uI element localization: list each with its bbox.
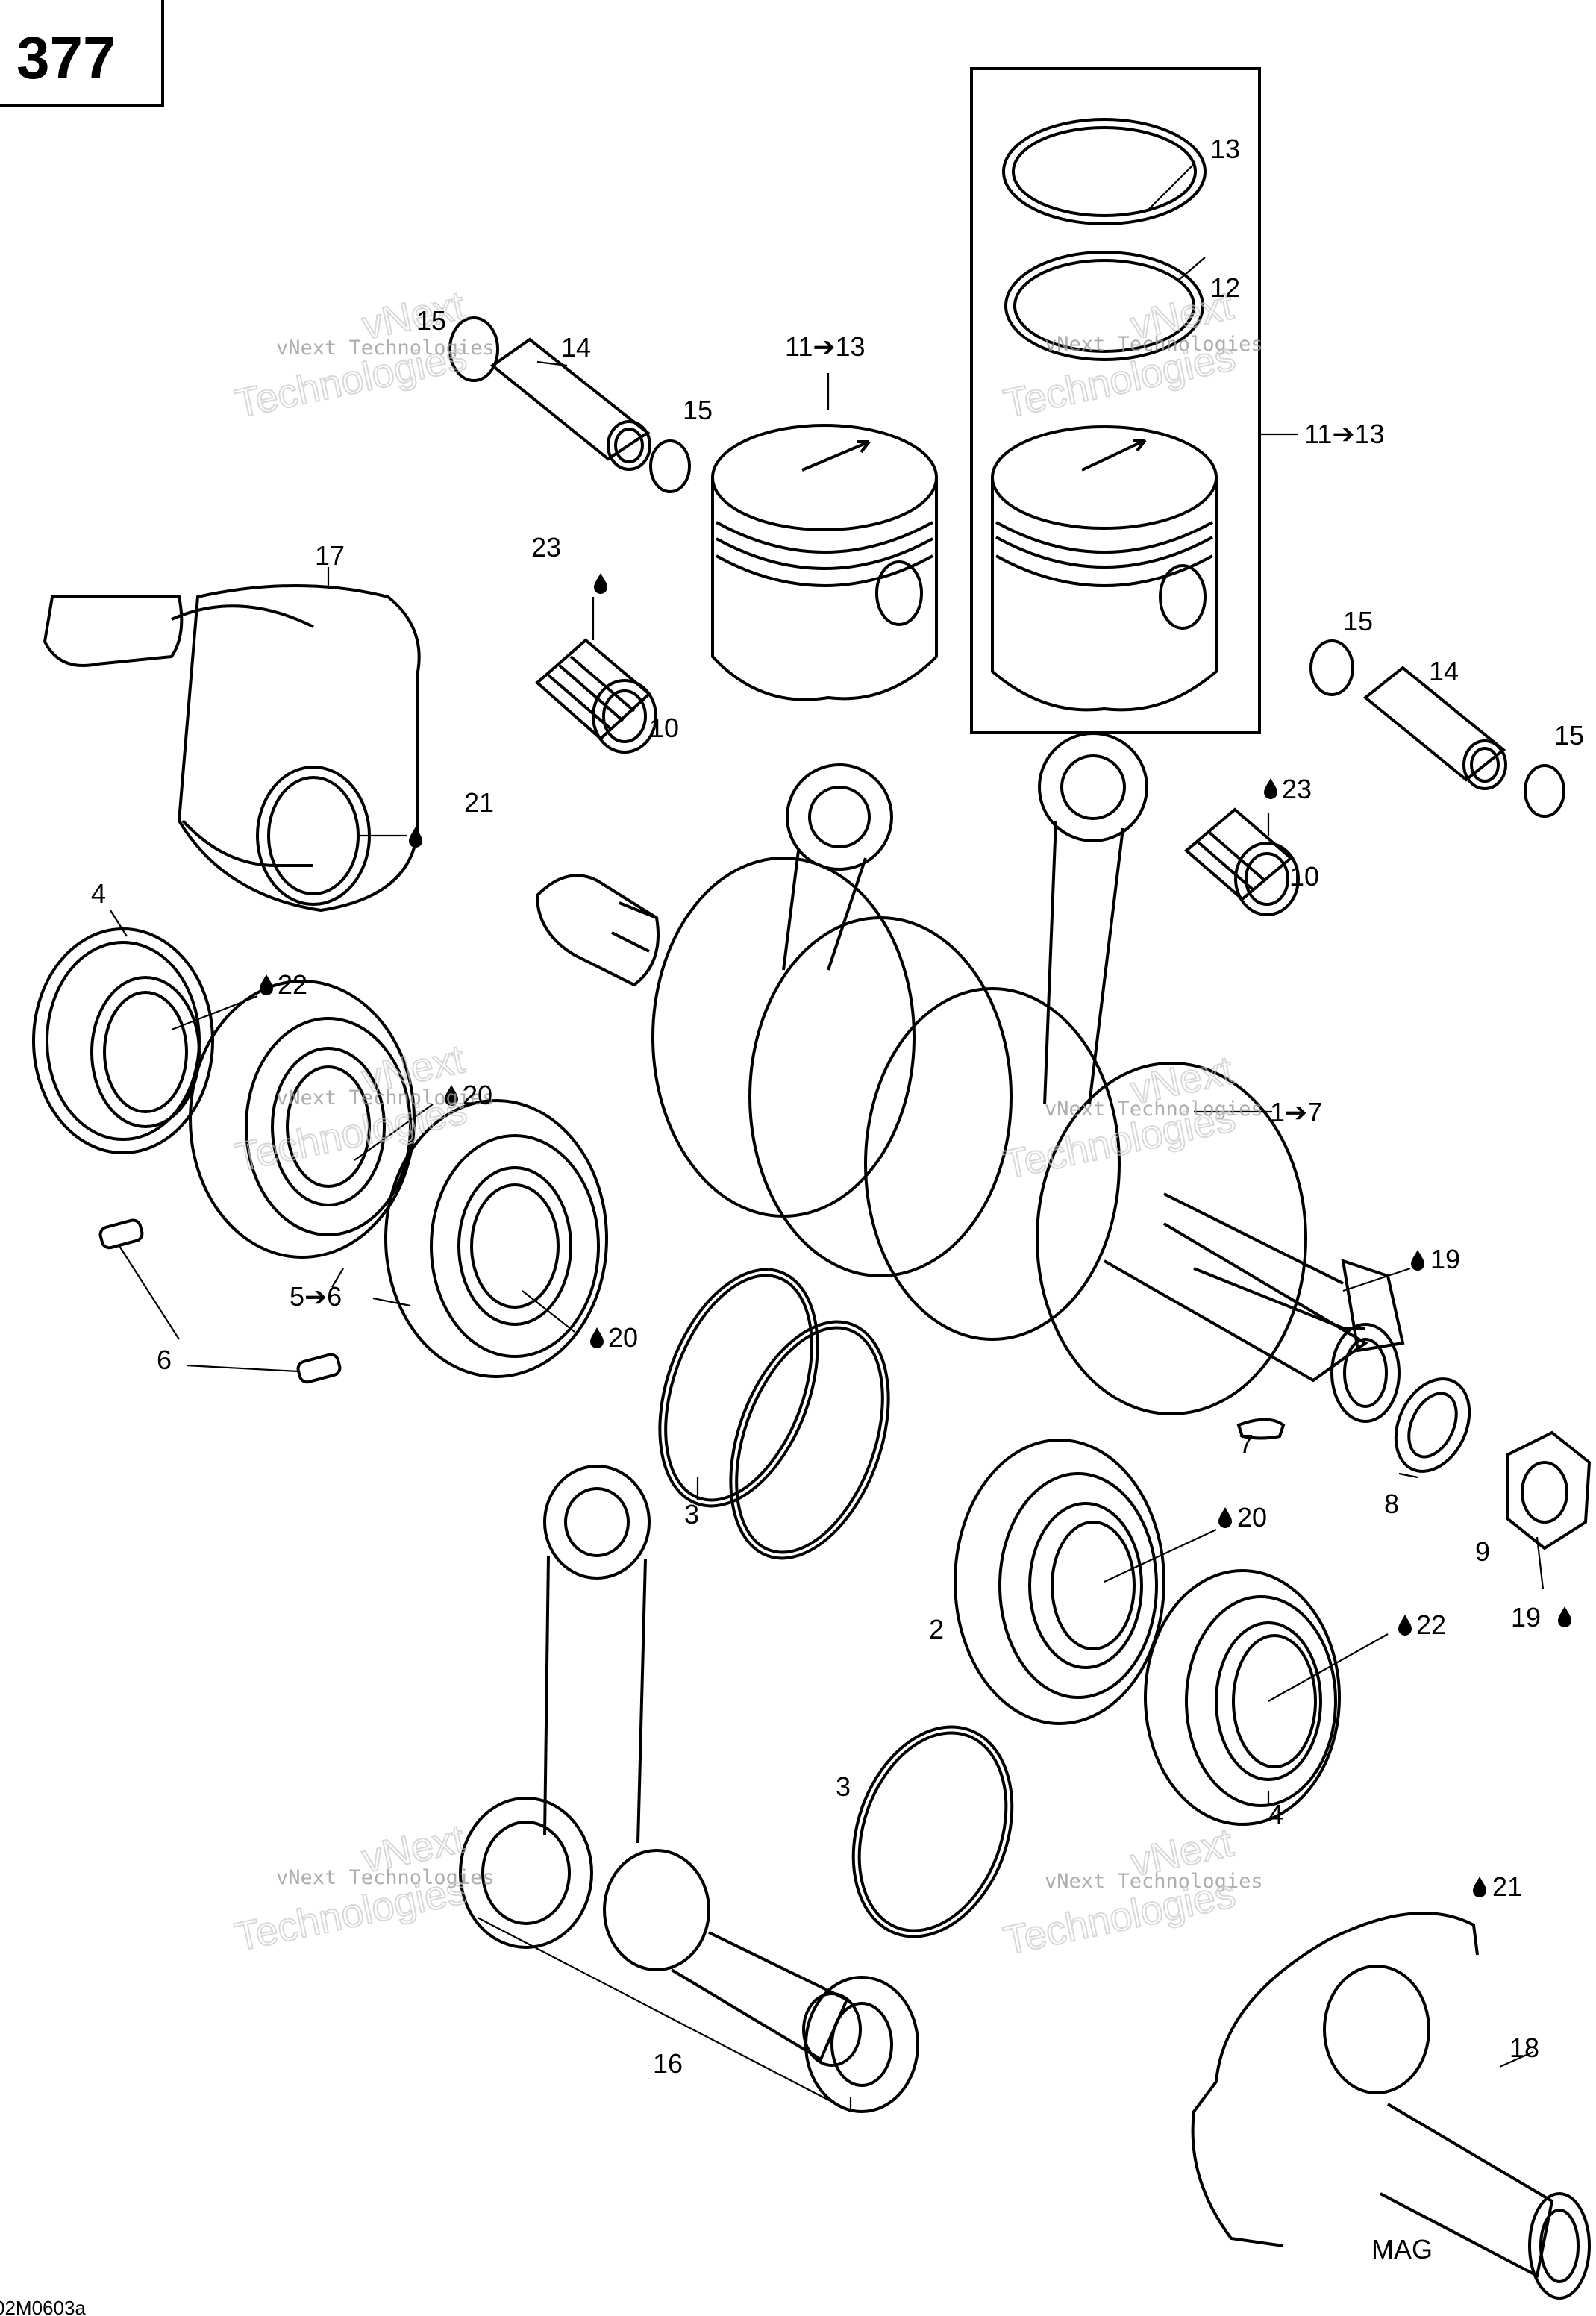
piston-ring-13 (1002, 118, 1207, 225)
callout-22-a: 22 (278, 969, 307, 1000)
piston-pin-14-left (489, 337, 651, 471)
oil-drop-icon (1558, 1606, 1571, 1627)
callout-18: 18 (1509, 2032, 1539, 2063)
crankshaft-half-18 (1191, 1912, 1591, 2300)
o-ring-3-upper-a (658, 1268, 819, 1508)
piston-ring-12 (1004, 251, 1204, 361)
callout-9: 9 (1475, 1536, 1490, 1567)
crankshaft-assembly (535, 857, 1405, 1415)
circlip-15-a (448, 316, 499, 382)
piston-left (711, 424, 938, 701)
dowel-pin-lower (296, 1353, 342, 1384)
watermark-1: vNext Technologies vNext Technologies (231, 282, 495, 427)
watermark-2: vNext Technologies vNext Technologies (999, 282, 1263, 427)
oil-drop-icon (1411, 1250, 1424, 1271)
crankpin-bearing-16 (603, 1849, 919, 2113)
oil-drop-icon (594, 573, 607, 594)
connecting-rod-16 (459, 1465, 651, 1949)
callout-17: 17 (315, 540, 345, 571)
piston-pin-14-right (1362, 666, 1507, 790)
drawing-code: 02M0603a (0, 2297, 86, 2316)
callout-19-a: 19 (1430, 1244, 1460, 1274)
callout-23-a: 23 (531, 532, 561, 563)
watermark-6: vNext Technologies vNext Technologies (999, 1819, 1263, 1964)
crankshaft-half-17 (43, 584, 421, 913)
page-number-box: 377 (0, 0, 164, 107)
callout-20-c: 20 (1237, 1502, 1267, 1533)
watermark-4: vNext Technologies vNext Technologies (999, 1047, 1263, 1188)
svg-text:vNext Technologies: vNext Technologies (1045, 1098, 1263, 1121)
watermark-5: vNext Technologies vNext Technologies (231, 1815, 495, 1960)
oil-seal-4-right (1144, 1569, 1341, 1826)
callout-20-b: 20 (608, 1322, 638, 1353)
svg-text:vNext Technologies: vNext Technologies (1045, 1870, 1263, 1893)
ball-bearing-6 (384, 1099, 608, 1378)
oil-drop-icon (1473, 1877, 1486, 1897)
dowel-pin-upper (98, 1218, 144, 1250)
lock-washer-8 (1394, 1377, 1471, 1473)
callout-20-a: 20 (463, 1080, 492, 1110)
woodruff-key-7 (1236, 1418, 1286, 1440)
callout-11-13-right: 11➔13 (1304, 419, 1385, 449)
circlip-15-b (649, 439, 691, 493)
oil-drop-icon (260, 974, 273, 995)
callout-15-d: 15 (1554, 720, 1584, 751)
nut-9 (1506, 1430, 1592, 1550)
callout-8: 8 (1384, 1489, 1399, 1519)
callout-11-13-left: 11➔13 (785, 331, 866, 362)
oil-drop-icon (1398, 1615, 1412, 1636)
circlip-15-c (1309, 639, 1354, 696)
piston-kit-box (970, 67, 1261, 734)
oil-drop-icon (590, 1327, 604, 1348)
oil-drop-icon (409, 827, 422, 848)
svg-text:vNext Technologies: vNext Technologies (276, 337, 495, 360)
callout-22-b: 22 (1416, 1609, 1446, 1640)
piston-in-kit (991, 425, 1218, 712)
connecting-rod-on-crank-right (1038, 732, 1148, 1105)
callout-15-b: 15 (683, 395, 713, 425)
callout-15-a: 15 (416, 305, 446, 336)
crankshaft-output-shaft (1104, 1222, 1401, 1423)
callout-15-c: 15 (1343, 606, 1373, 636)
callout-14-b: 14 (1429, 656, 1459, 686)
ball-bearing-2 (954, 1439, 1165, 1725)
callout-21-b: 21 (1492, 1871, 1522, 1902)
callout-10-a: 10 (649, 713, 679, 743)
circlip-15-d (1524, 764, 1565, 818)
callout-23-b: 23 (1282, 774, 1312, 804)
mag-side-label: MAG (1371, 2234, 1433, 2265)
needle-bearing-10-right (1183, 807, 1300, 916)
callout-6: 6 (157, 1345, 172, 1375)
callout-12: 12 (1210, 272, 1240, 303)
callout-4-a: 4 (91, 878, 106, 909)
callout-13: 13 (1210, 134, 1240, 164)
oil-drop-icon (1218, 1507, 1232, 1528)
callout-3-a: 3 (684, 1499, 699, 1530)
callout-10-b: 10 (1289, 861, 1319, 892)
svg-text:vNext Technologies: vNext Technologies (1045, 333, 1263, 356)
callout-4-b: 4 (1268, 1799, 1283, 1830)
oil-drop-icon (1264, 778, 1277, 799)
ball-bearing-5 (189, 980, 416, 1259)
callout-19-b: 19 (1511, 1602, 1541, 1633)
callout-21-a: 21 (464, 787, 494, 818)
page-number: 377 (16, 25, 116, 91)
needle-bearing-10-left (534, 638, 657, 754)
callout-7: 7 (1239, 1429, 1254, 1459)
callout-16: 16 (653, 2048, 683, 2079)
callout-2: 2 (929, 1614, 944, 1644)
svg-text:vNext Technologies: vNext Technologies (276, 1086, 495, 1110)
callout-3-b: 3 (836, 1771, 851, 1802)
callout-14-a: 14 (561, 332, 591, 363)
svg-text:vNext Technologies: vNext Technologies (276, 1866, 495, 1889)
connecting-rod-on-crank-left (782, 763, 893, 971)
o-ring-3-lower (851, 1725, 1014, 1938)
callout-1-7: 1➔7 (1270, 1097, 1322, 1127)
o-ring-3-upper-b (729, 1320, 890, 1560)
oil-seal-4-left (32, 927, 214, 1154)
callout-5-6: 5➔6 (290, 1281, 342, 1312)
